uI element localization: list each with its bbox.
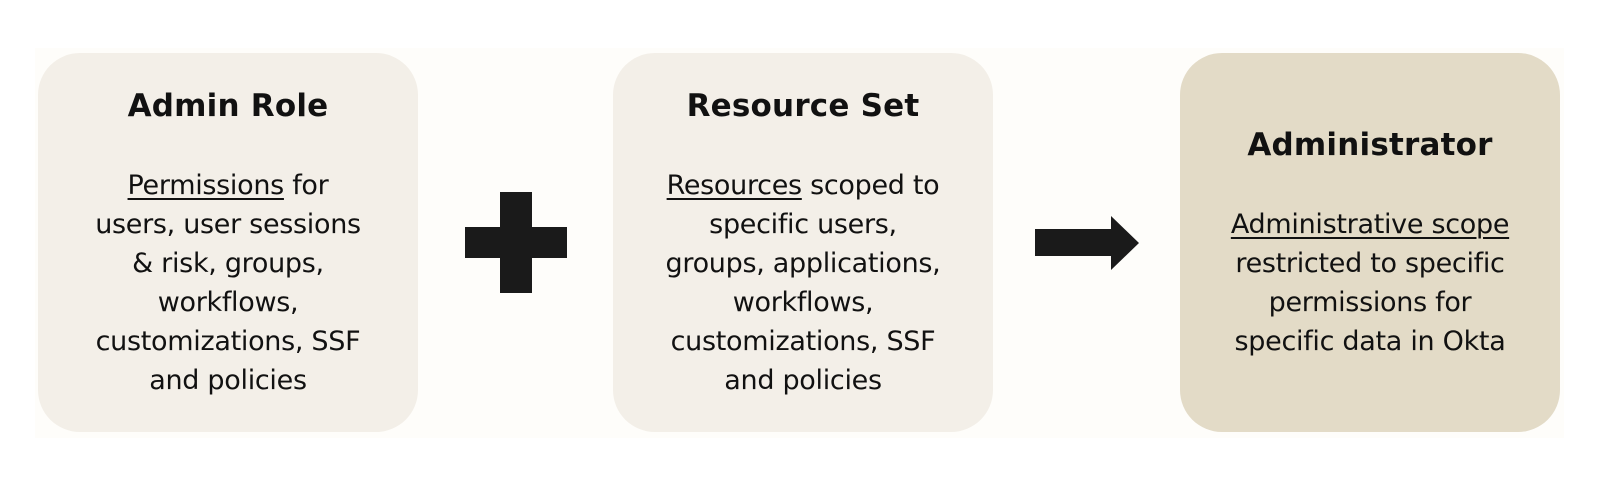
- plus-icon: [465, 192, 567, 293]
- description-line: and policies: [149, 364, 307, 396]
- description-line: workflows,: [157, 286, 299, 318]
- description-line: Permissions for: [127, 169, 329, 201]
- description-line: restricted to specific: [1235, 247, 1505, 279]
- resource-set-card: Resource Set Resources scoped to specifi…: [613, 53, 993, 432]
- description-line: specific data in Okta: [1234, 325, 1506, 357]
- administrator-description: Administrative scope restricted to speci…: [1230, 205, 1510, 361]
- admin-role-card: Admin Role Permissions for users, user s…: [38, 53, 418, 432]
- admin-role-description: Permissions for users, user sessions & r…: [95, 166, 361, 400]
- description-line: groups, applications,: [665, 247, 941, 279]
- admin-role-title: Admin Role: [127, 87, 329, 124]
- description-line: specific users,: [709, 208, 897, 240]
- resource-set-description: Resources scoped to specific users, grou…: [666, 166, 941, 400]
- permissions-highlight: Permissions: [127, 169, 285, 201]
- description-line: workflows,: [732, 286, 874, 318]
- description-line: customizations, SSF: [670, 325, 936, 357]
- resource-set-title: Resource Set: [686, 87, 920, 124]
- resources-highlight: Resources: [666, 169, 802, 201]
- administrative-scope-highlight: Administrative scope: [1230, 208, 1510, 240]
- description-line: customizations, SSF: [95, 325, 361, 357]
- description-line: & risk, groups,: [132, 247, 324, 279]
- administrator-title: Administrator: [1247, 126, 1493, 163]
- description-line: Resources scoped to: [666, 169, 940, 201]
- description-line: permissions for: [1268, 286, 1472, 318]
- arrow-right-icon: [1035, 216, 1139, 270]
- administrator-card: Administrator Administrative scope restr…: [1180, 53, 1560, 432]
- description-line: and policies: [724, 364, 882, 396]
- description-line: Administrative scope: [1230, 205, 1510, 244]
- description-line: users, user sessions: [95, 208, 361, 240]
